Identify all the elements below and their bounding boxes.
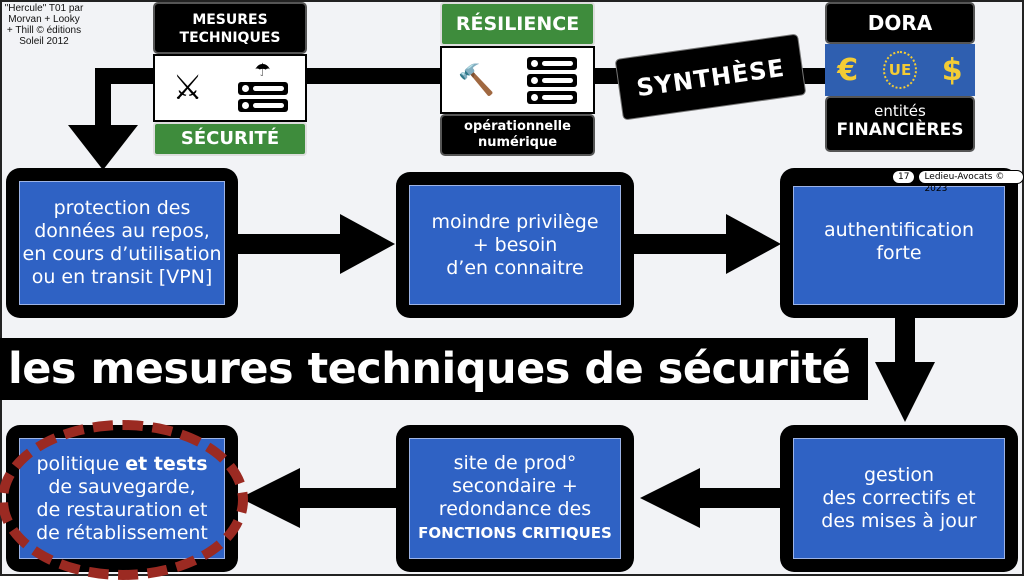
dora-tile: DORA € UE $ entités FINANCIÈRES: [825, 2, 975, 152]
box-text: moindre privilège + besoin d’en connaitr…: [409, 185, 621, 305]
mesures-techniques-tile: MESURES TECHNIQUES ⚔ ☂ SÉCURITÉ: [153, 2, 307, 156]
security-icon: ⚔ ☂: [153, 54, 307, 122]
box-text: site de prod° secondaire + redondance de…: [409, 438, 621, 559]
eu-flag-banner: € UE $: [825, 44, 975, 96]
page-title: les mesures techniques de sécurité: [0, 338, 868, 400]
box-moindre-privilege: moindre privilège + besoin d’en connaitr…: [396, 172, 634, 318]
resilience-icon: 🔨: [440, 46, 595, 114]
box-text: authentification forte: [793, 186, 1005, 305]
shield-swords-icon: ⚔: [172, 68, 203, 108]
box-text: protection des données au repos, en cour…: [19, 181, 225, 305]
arrow-line: [634, 234, 734, 254]
dora-label: DORA: [825, 2, 975, 44]
arrow-line: [700, 488, 782, 508]
arrow-line: [895, 318, 915, 368]
down-connector-line: [95, 68, 111, 128]
entites-label: entités: [874, 102, 926, 120]
hammer-impact-icon: 🔨: [457, 62, 496, 98]
resilience-tile: RÉSILIENCE 🔨 opérationnelle numérique: [440, 2, 595, 156]
arrow-down-icon: [875, 362, 935, 422]
securite-label: SÉCURITÉ: [153, 122, 307, 156]
text-bold: FONCTIONS CRITIQUES: [418, 524, 612, 542]
box-authentification: authentification forte: [780, 168, 1018, 318]
financieres-label: FINANCIÈRES: [836, 120, 964, 140]
arrow-right-icon: [726, 214, 781, 274]
arrow-left-icon: [640, 468, 700, 528]
arrow-left-icon: [240, 468, 300, 528]
credit-text: "Hercule" T01 par Morvan + Looky + Thill…: [4, 3, 84, 47]
page-number: 17: [892, 170, 916, 184]
eu-stars-icon: UE: [882, 51, 918, 89]
page-footer: 17 Ledieu-Avocats © 2023: [892, 170, 1024, 194]
box-text: gestion des correctifs et des mises à jo…: [793, 438, 1005, 559]
arrow-right-icon: [340, 214, 395, 274]
mesures-label: MESURES TECHNIQUES: [153, 2, 307, 54]
box-protection-donnees: protection des données au repos, en cour…: [6, 168, 238, 318]
text-part: site de prod° secondaire + redondance de…: [438, 452, 592, 520]
arrow-line: [238, 234, 348, 254]
arrow-down-icon: [68, 125, 138, 170]
copyright: Ledieu-Avocats © 2023: [918, 170, 1024, 194]
arrow-line: [300, 488, 398, 508]
dollar-icon: $: [941, 52, 963, 88]
euro-icon: €: [837, 52, 859, 88]
operationnelle-label: opérationnelle numérique: [440, 114, 595, 156]
server-umbrella-icon: ☂: [237, 62, 288, 112]
box-site-prod: site de prod° secondaire + redondance de…: [396, 425, 634, 572]
dashed-highlight-circle: [0, 420, 248, 580]
box-correctifs: gestion des correctifs et des mises à jo…: [780, 425, 1018, 572]
resilience-label: RÉSILIENCE: [440, 2, 595, 46]
server-icon: [527, 56, 578, 104]
